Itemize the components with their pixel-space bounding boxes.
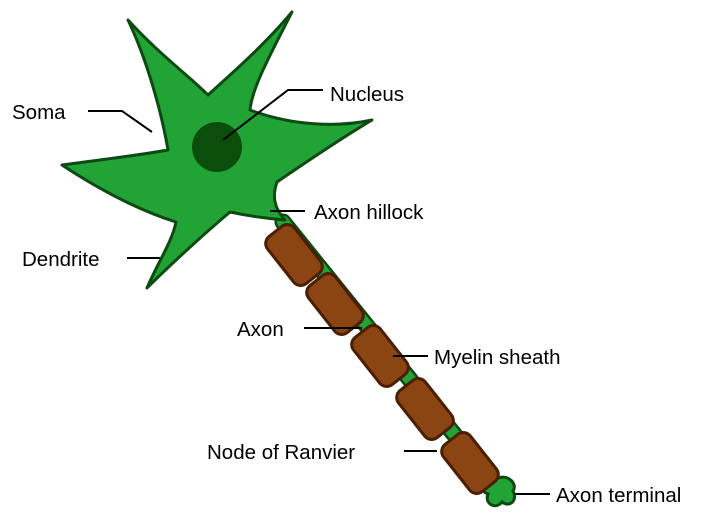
label-nucleus: Nucleus bbox=[330, 83, 404, 106]
nucleus-shape bbox=[192, 122, 242, 172]
label-axon-hillock: Axon hillock bbox=[314, 201, 424, 224]
label-soma: Soma bbox=[12, 101, 66, 124]
label-myelin-sheath: Myelin sheath bbox=[434, 346, 560, 369]
label-axon: Axon bbox=[237, 318, 284, 341]
label-node-of-ranvier: Node of Ranvier bbox=[207, 441, 355, 464]
label-axon-terminal: Axon terminal bbox=[556, 484, 681, 507]
soma-leader bbox=[88, 111, 152, 132]
label-dendrite: Dendrite bbox=[22, 248, 100, 271]
